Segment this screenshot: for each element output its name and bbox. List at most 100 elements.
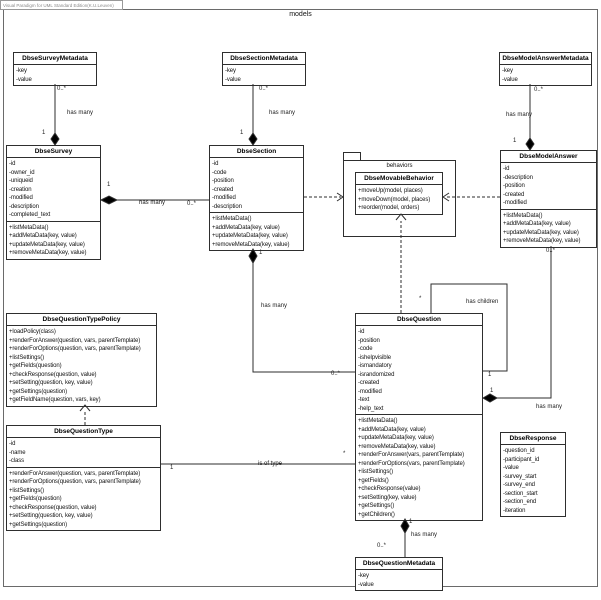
class-title[interactable]: DbseSectionMetadata — [223, 53, 305, 65]
attribute-row[interactable]: -modified — [358, 388, 382, 395]
attribute-row[interactable]: -name — [9, 449, 26, 456]
attribute-row[interactable]: -ismandatory — [358, 363, 392, 369]
method-row[interactable]: +moveUp(model, places) — [358, 188, 423, 194]
mult-question-qmetadata-1[interactable]: 1 — [409, 519, 413, 525]
class-title[interactable]: DbseResponse — [501, 433, 565, 445]
mult-surveymetadata-many[interactable]: 0..* — [57, 86, 67, 92]
attribute-row[interactable]: -key — [16, 68, 27, 74]
attribute-row[interactable]: -created — [503, 191, 525, 198]
mult-question-qmetadata-many[interactable]: 0..* — [377, 543, 387, 549]
method-row[interactable]: +addMetaData(key, value) — [9, 233, 77, 239]
attribute-row[interactable]: -survey_start — [503, 473, 537, 480]
attribute-row[interactable]: -text — [358, 397, 370, 403]
mult-question-modelanswer-many[interactable]: 0..* — [546, 248, 556, 254]
method-row[interactable]: +listSettings() — [9, 487, 45, 494]
method-row[interactable]: +reorder(model, orders) — [358, 205, 420, 211]
mult-surveymetadata-1[interactable]: 1 — [42, 130, 46, 136]
attribute-row[interactable]: -position — [358, 337, 380, 344]
attribute-row[interactable]: -created — [358, 380, 380, 386]
method-row[interactable]: +loadPolicy(class) — [9, 329, 56, 335]
method-row[interactable]: +removeMetaData(key, value) — [503, 238, 581, 244]
method-row[interactable]: +listMetaData() — [358, 418, 398, 424]
attribute-row[interactable]: -ishelpvisible — [358, 354, 391, 361]
class-DbseQuestionTypePolicy[interactable]: DbseQuestionTypePolicy+loadPolicy(class)… — [6, 313, 157, 407]
class-DbseModelAnswerMetadata[interactable]: DbseModelAnswerMetadata -key -value — [499, 52, 592, 86]
method-row[interactable]: +renderForOptions(vars, parentTemplate) — [358, 460, 465, 467]
attribute-row[interactable]: -uniqueid — [9, 178, 33, 184]
class-DbseSurvey[interactable]: DbseSurvey-id-owner_id-uniqueid-creation… — [6, 145, 101, 260]
attribute-row[interactable]: -value — [225, 76, 241, 83]
class-title[interactable]: DbseQuestion — [356, 314, 482, 326]
class-DbseQuestion[interactable]: DbseQuestion-id-position-code-ishelpvisi… — [355, 313, 483, 521]
attribute-row[interactable]: -iteration — [503, 507, 526, 514]
role-survey-has-many-sections[interactable]: has many — [139, 200, 166, 206]
class-DbseSectionMetadata[interactable]: DbseSectionMetadata-key-value — [222, 52, 306, 86]
method-row[interactable]: +listSettings() — [358, 469, 394, 475]
role-section-has-many-metadata[interactable]: has many — [269, 110, 296, 116]
method-row[interactable]: +checkResponse(question, value) — [9, 371, 97, 378]
attribute-row[interactable]: -israndomized — [358, 371, 395, 378]
role-question-has-many-qmetadata[interactable]: has many — [411, 532, 438, 538]
mult-modelanswermetadata-1[interactable]: 1 — [513, 138, 517, 144]
class-title[interactable]: DbseModelAnswerMetadata — [500, 53, 591, 65]
method-row[interactable]: +checkResponse(question, value) — [9, 504, 97, 511]
attribute-row[interactable]: -question_id — [503, 448, 535, 454]
class-DbseQuestionType[interactable]: DbseQuestionType-id-name-class+renderFor… — [6, 425, 161, 531]
attribute-row[interactable]: -code — [358, 346, 373, 352]
method-row[interactable]: +renderForAnswer(question, vars, parentT… — [9, 337, 141, 344]
method-row[interactable]: +updateMetaData(key, value) — [358, 435, 434, 441]
role-question-has-many-modelanswers[interactable]: has many — [536, 404, 563, 410]
attribute-row[interactable]: -class — [9, 458, 25, 464]
behaviors-package-tab[interactable] — [343, 152, 361, 161]
role-survey-has-many-metadata[interactable]: has many — [67, 110, 94, 116]
method-row[interactable]: +updateMetaData(key, value) — [9, 241, 85, 248]
attribute-row[interactable]: -position — [212, 178, 234, 184]
attribute-row[interactable]: -section_end — [503, 499, 537, 505]
attribute-row[interactable]: -section_start — [503, 490, 538, 497]
attribute-row[interactable]: -participant_id — [503, 456, 540, 463]
class-DbseSurveyMetadata[interactable]: DbseSurveyMetadata-key-value — [13, 52, 97, 86]
method-row[interactable]: +checkResponse(value) — [358, 486, 421, 492]
method-row[interactable]: +setSetting(question, key, value) — [9, 513, 93, 519]
attribute-row[interactable]: -key — [502, 68, 513, 74]
attribute-row[interactable]: -id — [9, 161, 16, 167]
attribute-row[interactable]: -completed_text — [9, 212, 51, 218]
attribute-row[interactable]: -value — [502, 76, 518, 83]
method-row[interactable]: +getFieldName(question, vars, key) — [9, 397, 101, 403]
mult-modelanswermetadata-many[interactable]: 0..* — [534, 87, 544, 93]
method-row[interactable]: +renderForOptions(question, vars, parent… — [9, 479, 141, 485]
method-row[interactable]: +removeMetaData(key, value) — [212, 241, 290, 248]
class-DbseMovableBehavior[interactable]: DbseMovableBehavior+moveUp(model, places… — [355, 172, 443, 215]
method-row[interactable]: +removeMetaData(key, value) — [9, 250, 87, 256]
class-DbseResponse[interactable]: DbseResponse -question_id -participant_id -… — [500, 432, 566, 517]
method-row[interactable]: +getSettings(question) — [9, 388, 68, 395]
attribute-row[interactable]: -value — [503, 465, 519, 471]
attribute-row[interactable]: -survey_end — [503, 482, 535, 488]
method-row[interactable]: +addMetaData(key, value) — [212, 224, 280, 231]
method-row[interactable]: +getFields() — [358, 477, 389, 484]
attribute-row[interactable]: -value — [358, 581, 374, 588]
role-modelanswer-has-many-metadata[interactable]: has many — [506, 112, 533, 118]
mult-questiontype-question-many[interactable]: * — [343, 451, 346, 457]
method-row[interactable]: +listMetaData() — [503, 212, 543, 219]
method-row[interactable]: +getFields(question) — [9, 496, 62, 502]
attribute-row[interactable]: -help_text — [358, 405, 384, 412]
mult-survey-section-many[interactable]: 0..* — [187, 201, 197, 207]
attribute-row[interactable]: -modified — [212, 195, 236, 201]
method-row[interactable]: +listMetaData() — [9, 224, 49, 231]
attribute-row[interactable]: -value — [16, 76, 32, 83]
class-title[interactable]: DbseSection — [210, 146, 303, 158]
method-row[interactable]: +addMetaData(key, value) — [358, 426, 426, 433]
method-row[interactable]: +setSetting(key, value) — [358, 494, 417, 501]
method-row[interactable]: +getSettings(question) — [9, 521, 68, 528]
role-is-of-type[interactable]: is of type — [258, 461, 283, 467]
method-row[interactable]: +renderForOptions(question, vars, parent… — [9, 346, 141, 352]
attribute-row[interactable]: -creation — [9, 186, 32, 193]
method-row[interactable]: +getChildren() — [358, 511, 395, 518]
class-title[interactable]: DbseQuestionMetadata — [356, 558, 442, 570]
mult-sectionmetadata-1[interactable]: 1 — [240, 130, 244, 136]
method-row[interactable]: +renderForAnswer(question, vars, parentT… — [9, 470, 141, 477]
attribute-row[interactable]: -position — [503, 183, 525, 189]
mult-survey-section-1[interactable]: 1 — [107, 182, 111, 188]
role-question-has-children[interactable]: has children — [466, 299, 499, 305]
